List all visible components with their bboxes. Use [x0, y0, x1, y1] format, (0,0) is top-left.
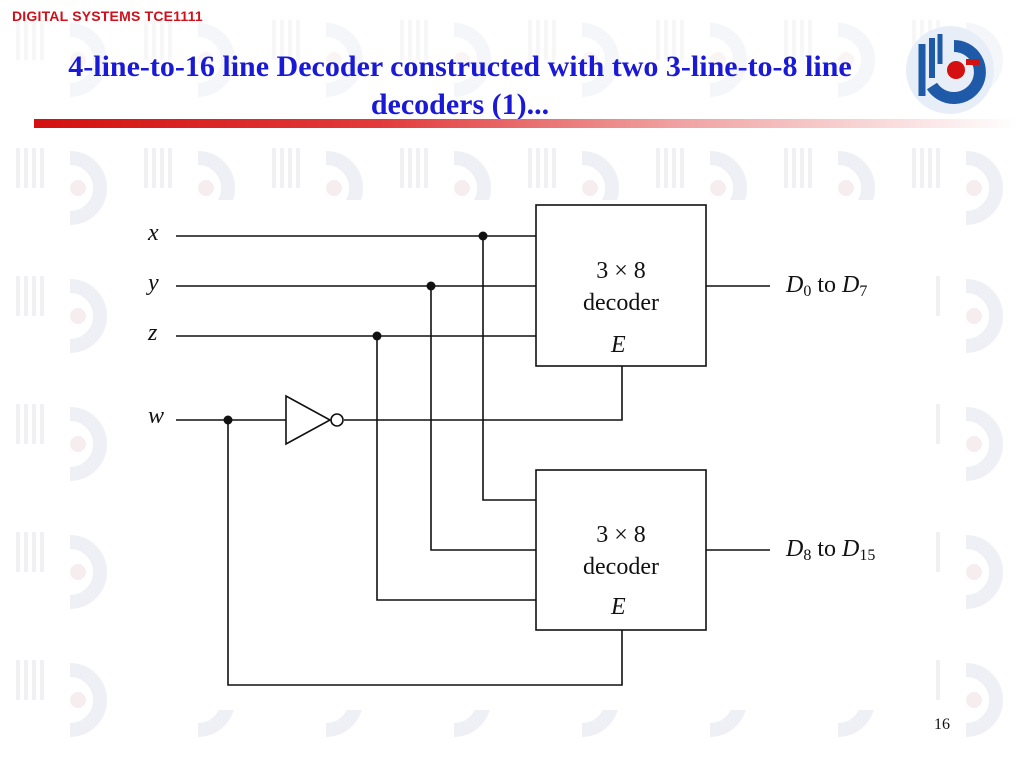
junction-y [426, 281, 436, 291]
output-bottom-symbol: D [786, 536, 804, 562]
decoder-top-name: decoder [583, 290, 659, 316]
decoder-bottom-name: decoder [583, 554, 659, 580]
decoder-top-enable: E [611, 332, 626, 358]
decoder-bottom-size: 3 × 8 [596, 522, 646, 548]
junction-x [478, 231, 488, 241]
decoder-bottom-enable: E [611, 594, 626, 620]
w-branch-wire [227, 420, 623, 686]
output-label-bottom: D8 to D15 [786, 536, 875, 565]
output-top-from: 0 [803, 283, 812, 300]
x-branch-wire [482, 236, 536, 501]
output-bottom-from: 8 [803, 547, 812, 564]
inverted-w-wire [344, 366, 623, 421]
not-gate-bubble [330, 413, 344, 427]
output-top-to: 7 [859, 283, 868, 300]
output-label-top: D0 to D7 [786, 272, 867, 301]
output-top-symbol-end: D [842, 272, 860, 298]
decoder-diagram: x y z w 3 × 8 decoder E 3 × 8 decoder E … [132, 200, 932, 710]
input-label-w: w [148, 403, 165, 429]
not-gate-icon [285, 394, 332, 446]
title-underline-bar [34, 119, 1018, 128]
slide-title: 4-line-to-16 line Decoder constructed wi… [68, 50, 852, 121]
junction-z [372, 331, 382, 341]
output-bottom-joiner: to [817, 536, 837, 562]
decoder-circuit [176, 204, 770, 686]
output-bottom-symbol-end: D [842, 536, 860, 562]
junction-w [223, 415, 233, 425]
course-label: DIGITAL SYSTEMS TCE1111 [12, 8, 203, 24]
input-label-y: y [148, 270, 159, 296]
input-label-z: z [148, 320, 158, 346]
input-label-x: x [148, 220, 159, 246]
z-branch-wire [376, 336, 536, 601]
output-bottom-to: 15 [859, 547, 876, 564]
university-logo-icon [906, 26, 994, 114]
output-top-symbol: D [786, 272, 804, 298]
decoder-top-size: 3 × 8 [596, 258, 646, 284]
page-number: 16 [934, 716, 950, 733]
output-top-joiner: to [817, 272, 837, 298]
y-branch-wire [430, 286, 536, 551]
